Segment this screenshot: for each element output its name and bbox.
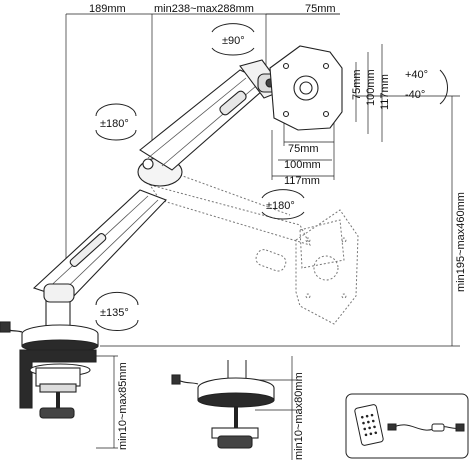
vesa-117-horizontal-label: 117mm (284, 175, 320, 187)
grommet-cable (177, 379, 199, 385)
c-clamp (19, 349, 97, 419)
vesa-100-horizontal-label: 100mm (284, 159, 321, 171)
upper-rotation-arrow-icon (95, 103, 137, 117)
remote-control-icon (354, 404, 384, 446)
rotation-arrows (95, 23, 448, 331)
inline-module-icon (431, 423, 445, 432)
clamp-pad (39, 383, 77, 393)
desk-clamp-range-label: min10~max85mm (117, 362, 129, 450)
vesa-hole (322, 62, 330, 70)
vesa-100-vertical-label: 100mm (365, 69, 377, 106)
ghost-vesa-plate (295, 209, 359, 325)
vesa-hole (282, 62, 290, 70)
clamp-upper-pad (35, 367, 81, 387)
ghost-upper-arm (148, 184, 311, 246)
base-joint-label: ±135° (100, 307, 129, 319)
cable-end-icon (387, 423, 397, 431)
vesa-117-vertical-label: 117mm (379, 74, 391, 110)
upper-arm (139, 69, 271, 171)
desk-base (0, 321, 99, 353)
grommet-knob (217, 435, 253, 449)
arm-reach-label: min238~max288mm (154, 3, 254, 15)
base-offset-label: 189mm (89, 3, 126, 15)
upper-arm-clip (219, 90, 247, 116)
monitor-arm (32, 59, 285, 333)
vesa-hole (322, 110, 330, 118)
clamp-knob (39, 407, 75, 419)
tilt-down-label: -40° (405, 89, 425, 101)
grommet-mount (171, 360, 275, 449)
clamp-body (19, 349, 97, 409)
arm-lowered-ghost (148, 174, 359, 325)
vesa-plate (269, 45, 343, 131)
ghost-arm-edge (179, 174, 291, 216)
upper-joint-label: ±180° (100, 118, 129, 130)
grommet-base-bottom (197, 392, 275, 408)
elbow-cap (142, 158, 154, 170)
swivel-arrow-icon (211, 23, 255, 33)
ghost-vesa-center (313, 255, 339, 281)
grommet-range-label: min10~max80mm (293, 372, 305, 460)
cable-plug (0, 321, 11, 333)
accessory-box (345, 393, 469, 459)
dimension-lines (65, 13, 460, 460)
mid-rotation-arrow-icon (261, 189, 305, 199)
lower-pivot (43, 283, 75, 303)
mid-joint-label: ±180° (266, 200, 295, 212)
base-rotation-arrow-icon (95, 291, 139, 306)
ghost-joint (255, 249, 287, 272)
grommet-plug (171, 374, 181, 385)
tilt-up-label: +40° (405, 69, 428, 81)
vesa-75-horizontal-label: 75mm (288, 143, 319, 155)
vesa-top-label: 75mm (305, 3, 336, 15)
tilt-arrow-icon (439, 69, 448, 105)
swivel-head-label: ±90° (222, 35, 245, 47)
vesa-hole (282, 110, 290, 118)
lower-arm-slot (69, 232, 107, 268)
height-range-label: min195~max460mm (455, 192, 467, 292)
ghost-tilt-head (299, 219, 345, 269)
cable-plug-icon (455, 423, 465, 432)
vesa-75-vertical-label: 75mm (351, 69, 363, 100)
